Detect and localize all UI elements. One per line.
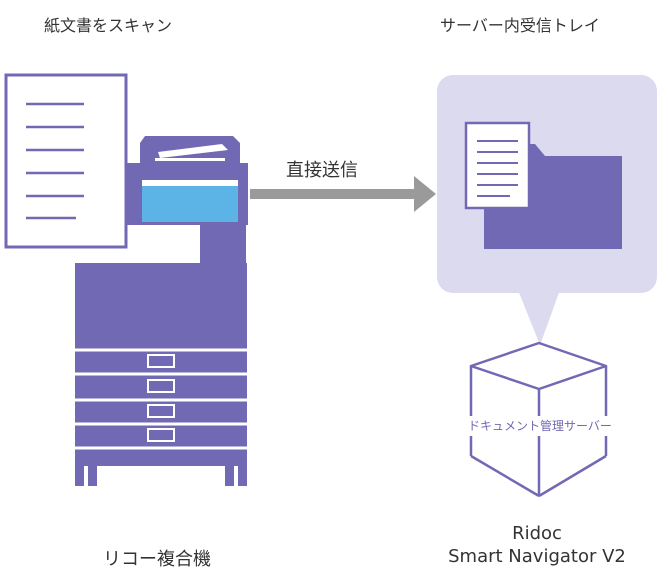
server-cube-icon [469,341,608,498]
direct-send-arrow-icon [250,176,436,212]
server-label: ドキュメント管理サーバー [468,419,612,433]
mfp-label: リコー複合機 [103,549,211,570]
product-name: Ridoc Smart Navigator V2 [412,522,662,568]
direct-send-label: 直接送信 [286,160,358,181]
scan-label: 紙文書をスキャン [44,16,173,35]
folder-icon [464,121,622,249]
product-line-1: Ridoc [512,523,562,544]
mfp-printer-icon [75,136,248,486]
paper-document-icon [4,73,128,249]
product-line-2: Smart Navigator V2 [448,546,626,567]
inbox-label: サーバー内受信トレイ [440,16,600,35]
